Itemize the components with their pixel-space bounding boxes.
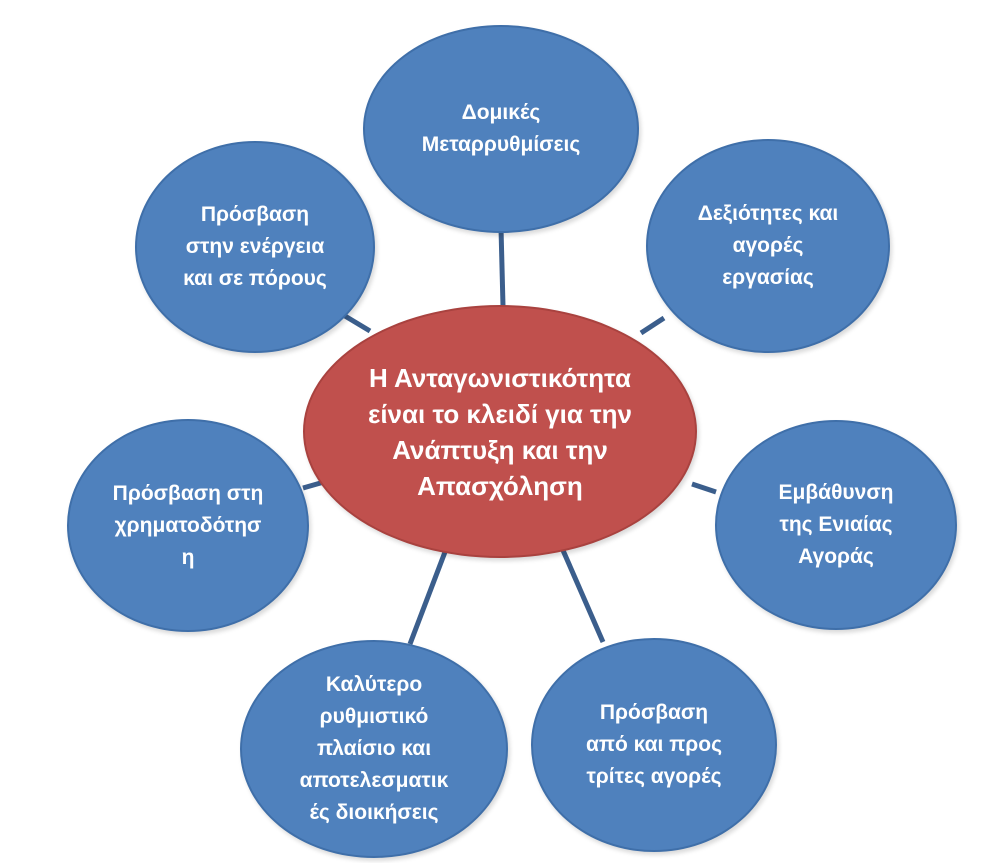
node-skills-labour-markets: Δεξιότητες και αγορές εργασίας xyxy=(646,139,890,353)
node-label: Πρόσβαση από και προς τρίτες αγορές xyxy=(585,701,723,788)
connector-right xyxy=(691,481,717,495)
node-access-finance: Πρόσβαση στη χρηματοδότησ η xyxy=(67,419,309,632)
node-label: Πρόσβαση στη χρηματοδότησ η xyxy=(112,481,264,569)
center-label: Η Ανταγωνιστικότητα είναι το κλειδί για … xyxy=(367,362,632,501)
node-structural-reforms: Δομικές Μεταρρυθμίσεις xyxy=(363,25,639,233)
node-single-market: Εμβάθυνση της Ενιαίας Αγοράς xyxy=(715,420,957,630)
node-third-markets: Πρόσβαση από και προς τρίτες αγορές xyxy=(531,638,777,852)
connector-top xyxy=(498,227,506,307)
node-label: Δομικές Μεταρρυθμίσεις xyxy=(421,101,581,156)
node-label: Καλύτερο ρυθμιστικό πλαίσιο και αποτελεσ… xyxy=(299,673,449,824)
node-label: Πρόσβαση στην ενέργεια και σε πόρους xyxy=(183,203,327,290)
node-label: Δεξιότητες και αγορές εργασίας xyxy=(697,202,839,289)
connector-bottom-left xyxy=(407,551,448,645)
node-label: Εμβάθυνση της Ενιαίας Αγοράς xyxy=(778,481,894,568)
node-regulatory-framework: Καλύτερο ρυθμιστικό πλαίσιο και αποτελεσ… xyxy=(240,640,508,858)
center-node: Η Ανταγωνιστικότητα είναι το κλειδί για … xyxy=(303,305,697,558)
connector-top-left xyxy=(343,313,372,334)
connector-top-right xyxy=(639,315,666,336)
node-energy-resources: Πρόσβαση στην ενέργεια και σε πόρους xyxy=(135,141,375,353)
connector-bottom-right xyxy=(559,547,606,643)
